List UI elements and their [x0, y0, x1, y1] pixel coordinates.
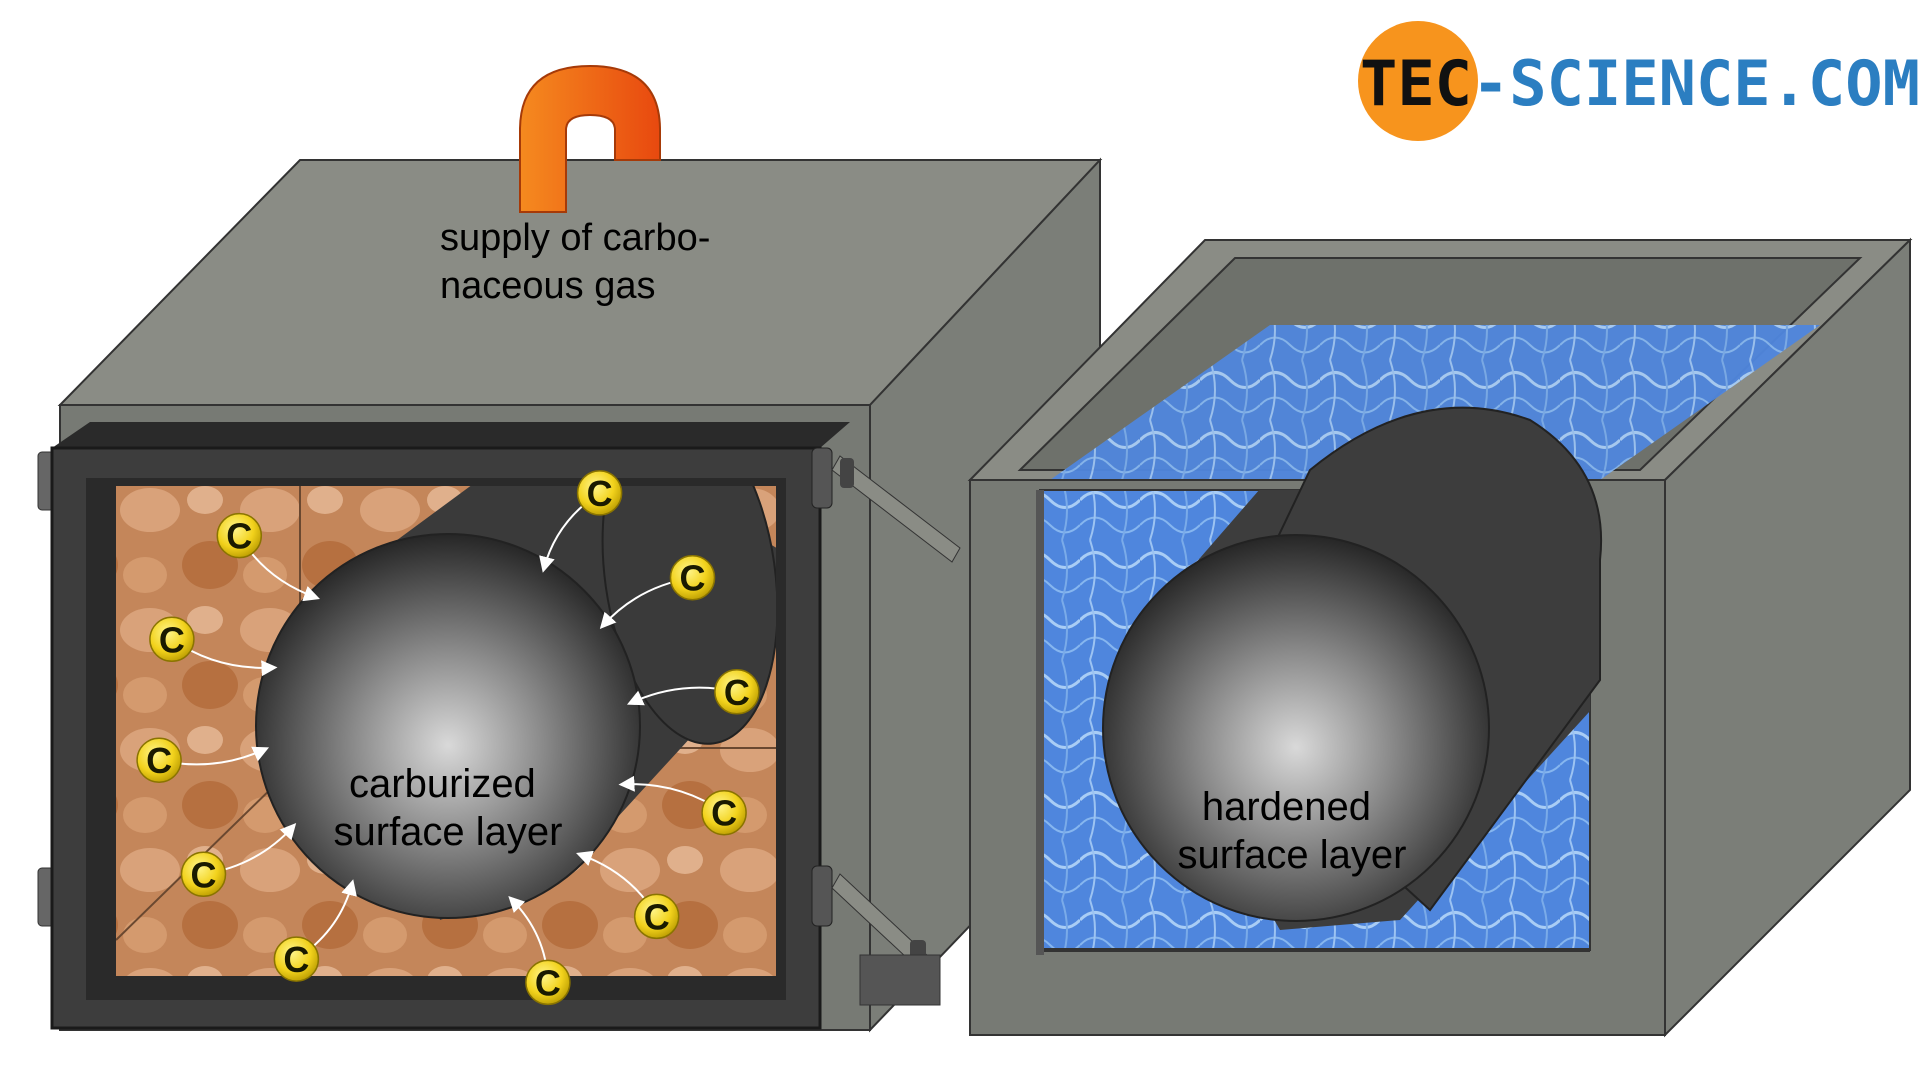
carbon-atom-label: C: [146, 740, 172, 781]
logo-circle-icon: [1358, 21, 1478, 141]
carbon-atom-icon: [669, 554, 716, 601]
carbon-atom-icon: [136, 737, 182, 783]
carbon-atom-icon: [149, 616, 195, 663]
carbon-atom-icon: [525, 959, 571, 1006]
carbon-atom-label: C: [680, 558, 706, 599]
gas-pipe-icon: [519, 64, 661, 213]
carburizing-furnace: supply of carbo- naceous gas: [37, 64, 1103, 1033]
workpiece-sphere: [255, 533, 641, 919]
carbon-atom-icon: [633, 893, 680, 940]
carburized-label-line2: surface layer: [334, 810, 563, 854]
carbon-atom-label: C: [711, 793, 737, 834]
svg-text:hardened surface layer: hardened surface layer: [1178, 785, 1407, 877]
carbon-atom-icon: [576, 470, 623, 516]
carbon-atom-label: C: [724, 672, 750, 713]
carbon-atom-icon: [180, 851, 227, 898]
door-clamp-top: [811, 447, 961, 563]
carbon-atom-label: C: [535, 962, 561, 1003]
carbon-atom-label: C: [587, 473, 613, 514]
hardened-sphere: [1102, 534, 1490, 922]
quench-tank: hardened surface layer: [967, 237, 1913, 1038]
hardened-label-line1: hardened: [1202, 785, 1371, 829]
carbon-atom-label: C: [226, 516, 252, 557]
carbon-atom-label: C: [283, 939, 309, 980]
carbon-atom-label: C: [644, 896, 670, 937]
logo-text-blue: -SCIENCE.COM: [1472, 47, 1920, 120]
hardened-label-line2: surface layer: [1178, 833, 1407, 877]
carbon-atom-icon: [216, 512, 263, 559]
svg-text:carburized surface layer: carburized surface layer: [334, 762, 563, 854]
carbon-atom-icon: [714, 669, 760, 715]
gas-label-line1: supply of carbo-: [440, 217, 710, 259]
logo: TEC-SCIENCE.COM: [1358, 21, 1920, 141]
svg-text:TEC-SCIENCE.COM: TEC-SCIENCE.COM: [1360, 47, 1920, 120]
gas-label-line2: naceous gas: [440, 265, 656, 307]
logo-text-dark: TEC: [1360, 47, 1472, 120]
carbon-atom-label: C: [191, 854, 217, 895]
carbon-atom-icon: [701, 789, 747, 836]
carbon-atoms: C C C C C C C C C C C: [136, 470, 760, 1006]
carbon-atom-icon: [273, 936, 320, 982]
carburized-label-line1: carburized: [349, 762, 536, 806]
furnace-door-frame: [52, 422, 850, 448]
svg-text:supply of carbo- naceous: supply of carbo- naceous gas: [440, 217, 721, 307]
carbon-atom-label: C: [159, 619, 185, 660]
